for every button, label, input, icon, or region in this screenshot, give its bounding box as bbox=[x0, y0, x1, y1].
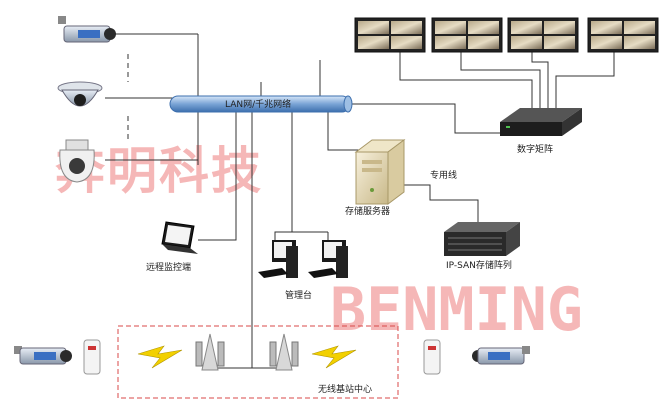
ip-san-array-icon bbox=[444, 222, 520, 256]
desktop-pc-icon bbox=[308, 240, 348, 278]
network-label: LAN网/千兆网络 bbox=[225, 98, 291, 110]
video-wall-monitor-icon bbox=[431, 17, 503, 53]
remote-monitor-label: 远程监控端 bbox=[146, 261, 191, 273]
wireless-center-label: 无线基站中心 bbox=[318, 383, 372, 395]
video-wall-monitor-icon bbox=[507, 17, 579, 53]
video-wall bbox=[354, 17, 659, 53]
ptz-speed-dome-icon bbox=[59, 139, 95, 183]
digital-matrix-icon bbox=[500, 108, 582, 136]
bullet-camera-icon bbox=[14, 346, 72, 365]
wireless-bridge-icon bbox=[423, 339, 441, 375]
dedicated-line-label: 专用线 bbox=[430, 169, 457, 181]
desktop-pc-icon bbox=[258, 240, 298, 278]
dome-camera-icon bbox=[57, 81, 103, 107]
storage-server-icon bbox=[354, 139, 406, 205]
lightning-icon bbox=[137, 345, 183, 369]
bullet-camera-icon bbox=[472, 346, 530, 365]
base-station-antenna-icon bbox=[195, 333, 225, 371]
video-wall-monitor-icon bbox=[587, 17, 659, 53]
wireless-bridge-icon bbox=[83, 339, 101, 375]
watermark-en: BENMING bbox=[330, 275, 583, 345]
wireless-center-box bbox=[117, 325, 399, 399]
base-station-antenna-icon bbox=[269, 333, 299, 371]
connection-lines bbox=[105, 33, 615, 369]
storage-server-label: 存储服务器 bbox=[345, 205, 390, 217]
lan-bus: LAN网/千兆网络 bbox=[169, 95, 353, 113]
lightning-icon bbox=[311, 345, 357, 369]
bullet-camera-icon bbox=[58, 16, 116, 43]
laptop-icon bbox=[161, 221, 198, 254]
matrix-label: 数字矩阵 bbox=[517, 143, 553, 155]
management-label: 管理台 bbox=[285, 289, 312, 301]
ipsan-label: IP-SAN存储阵列 bbox=[446, 259, 512, 271]
video-wall-monitor-icon bbox=[354, 17, 426, 53]
